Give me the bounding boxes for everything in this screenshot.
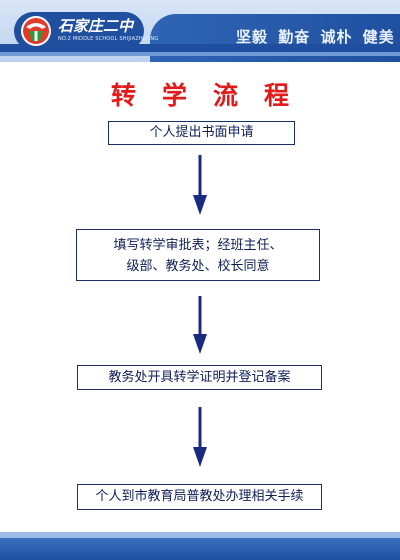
school-subtitle: NO.2 MIDDLE SCHOOL SHIJIAZHUANG: [58, 36, 159, 42]
school-emblem-icon: [21, 16, 51, 46]
footer-divider: [0, 532, 400, 538]
arrow-down-icon: [193, 155, 207, 215]
step-2-line-1: 填写转学审批表；经班主任、: [113, 238, 283, 253]
step-2-box: 填写转学审批表；经班主任、 级部、教务处、校长同意: [76, 229, 320, 281]
page-title: 转学流程: [110, 81, 315, 110]
step-2-line-2: 级部、教务处、校长同意: [126, 259, 270, 274]
step-1-box: 个人提出书面申请: [108, 121, 295, 145]
header-banner: 石家庄二中 NO.2 MIDDLE SCHOOL SHIJIAZHUANG 坚毅…: [0, 0, 400, 62]
step-3-box: 教务处开具转学证明并登记备案: [77, 365, 322, 390]
arrow-down-icon: [193, 296, 207, 354]
footer-band: [0, 538, 400, 560]
arrow-down-icon: [193, 407, 207, 467]
step-4-box: 个人到市教育局普教处办理相关手续: [77, 484, 322, 510]
header-divider: [0, 52, 400, 56]
school-name: 石家庄二中: [58, 17, 134, 35]
header-band-lower: [0, 44, 400, 54]
school-motto: 坚毅 勤奋 诚朴 健美: [236, 28, 395, 46]
